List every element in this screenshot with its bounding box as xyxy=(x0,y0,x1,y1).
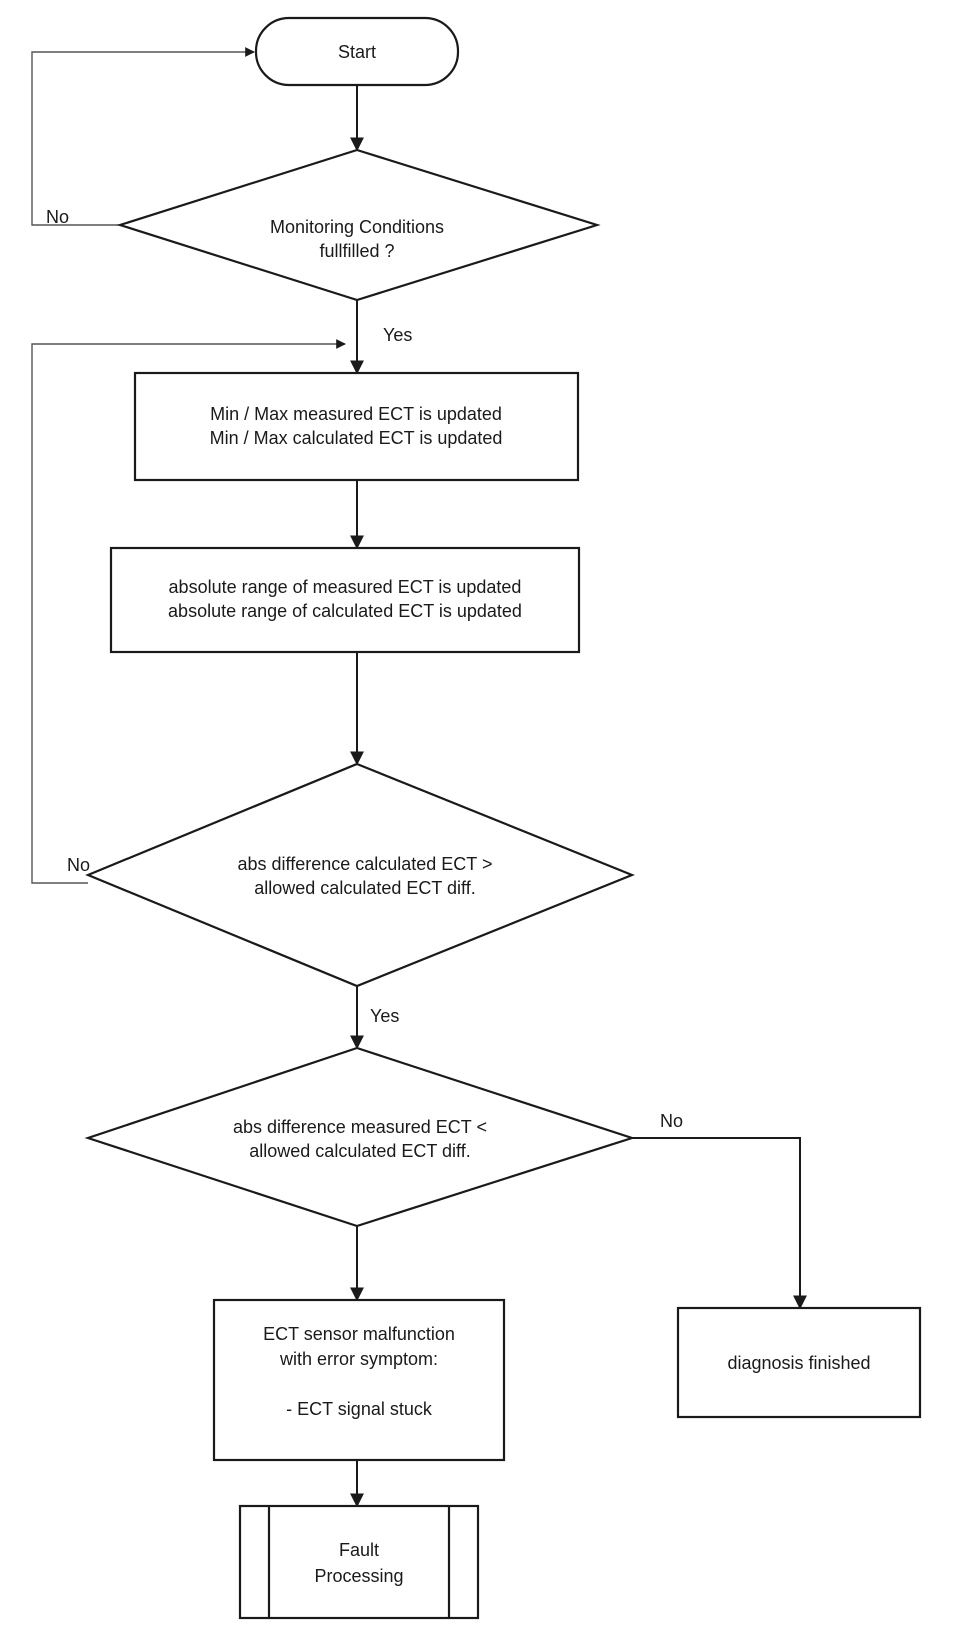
decision-monitoring-conditions: Monitoring Conditions fullfilled ? xyxy=(116,148,601,302)
process-range-line-1: absolute range of measured ECT is update… xyxy=(169,577,522,597)
start-terminal: Start xyxy=(254,16,460,87)
decision-measured-line-1: abs difference measured ECT < xyxy=(233,1117,487,1137)
process-sensor-malfunction: ECT sensor malfunction with error sympto… xyxy=(212,1298,506,1462)
decision-calculated-line-1: abs difference calculated ECT > xyxy=(238,854,493,874)
label-measured-no: No xyxy=(660,1111,683,1131)
malfunction-line-2: with error symptom: xyxy=(279,1349,438,1369)
edges xyxy=(31,47,807,1508)
label-conditions-no: No xyxy=(46,207,69,227)
decision-monitoring-conditions-line-2: fullfilled ? xyxy=(319,241,394,261)
label-calculated-yes: Yes xyxy=(370,1006,399,1026)
process-minmax-line-2: Min / Max calculated ECT is updated xyxy=(210,428,503,448)
fault-processing-line-1: Fault xyxy=(339,1540,379,1560)
malfunction-line-4: - ECT signal stuck xyxy=(286,1399,433,1419)
label-conditions-yes: Yes xyxy=(383,325,412,345)
predefined-fault-processing: Fault Processing xyxy=(238,1504,480,1620)
edge-calculated-no-loop xyxy=(31,339,346,884)
decision-calculated-line-2: allowed calculated ECT diff. xyxy=(254,878,475,898)
decision-calculated-diff: abs difference calculated ECT > allowed … xyxy=(85,762,635,988)
decision-monitoring-conditions-line-1: Monitoring Conditions xyxy=(270,217,444,237)
decision-measured-line-2: allowed calculated ECT diff. xyxy=(249,1141,470,1161)
diagnosis-finished-label: diagnosis finished xyxy=(727,1353,870,1373)
decision-measured-diff: abs difference measured ECT < allowed ca… xyxy=(84,1046,636,1228)
process-range-line-2: absolute range of calculated ECT is upda… xyxy=(168,601,522,621)
process-diagnosis-finished: diagnosis finished xyxy=(676,1306,922,1419)
edge-measured-no xyxy=(632,1137,807,1310)
process-range-update: absolute range of measured ECT is update… xyxy=(109,546,581,654)
label-calculated-no: No xyxy=(67,855,90,875)
start-label: Start xyxy=(338,42,376,62)
malfunction-line-1: ECT sensor malfunction xyxy=(263,1324,455,1344)
edge-conditions-no-loop xyxy=(31,47,255,226)
process-minmax-line-1: Min / Max measured ECT is updated xyxy=(210,404,502,424)
fault-processing-line-2: Processing xyxy=(314,1566,403,1586)
process-minmax-update: Min / Max measured ECT is updated Min / … xyxy=(133,371,580,482)
